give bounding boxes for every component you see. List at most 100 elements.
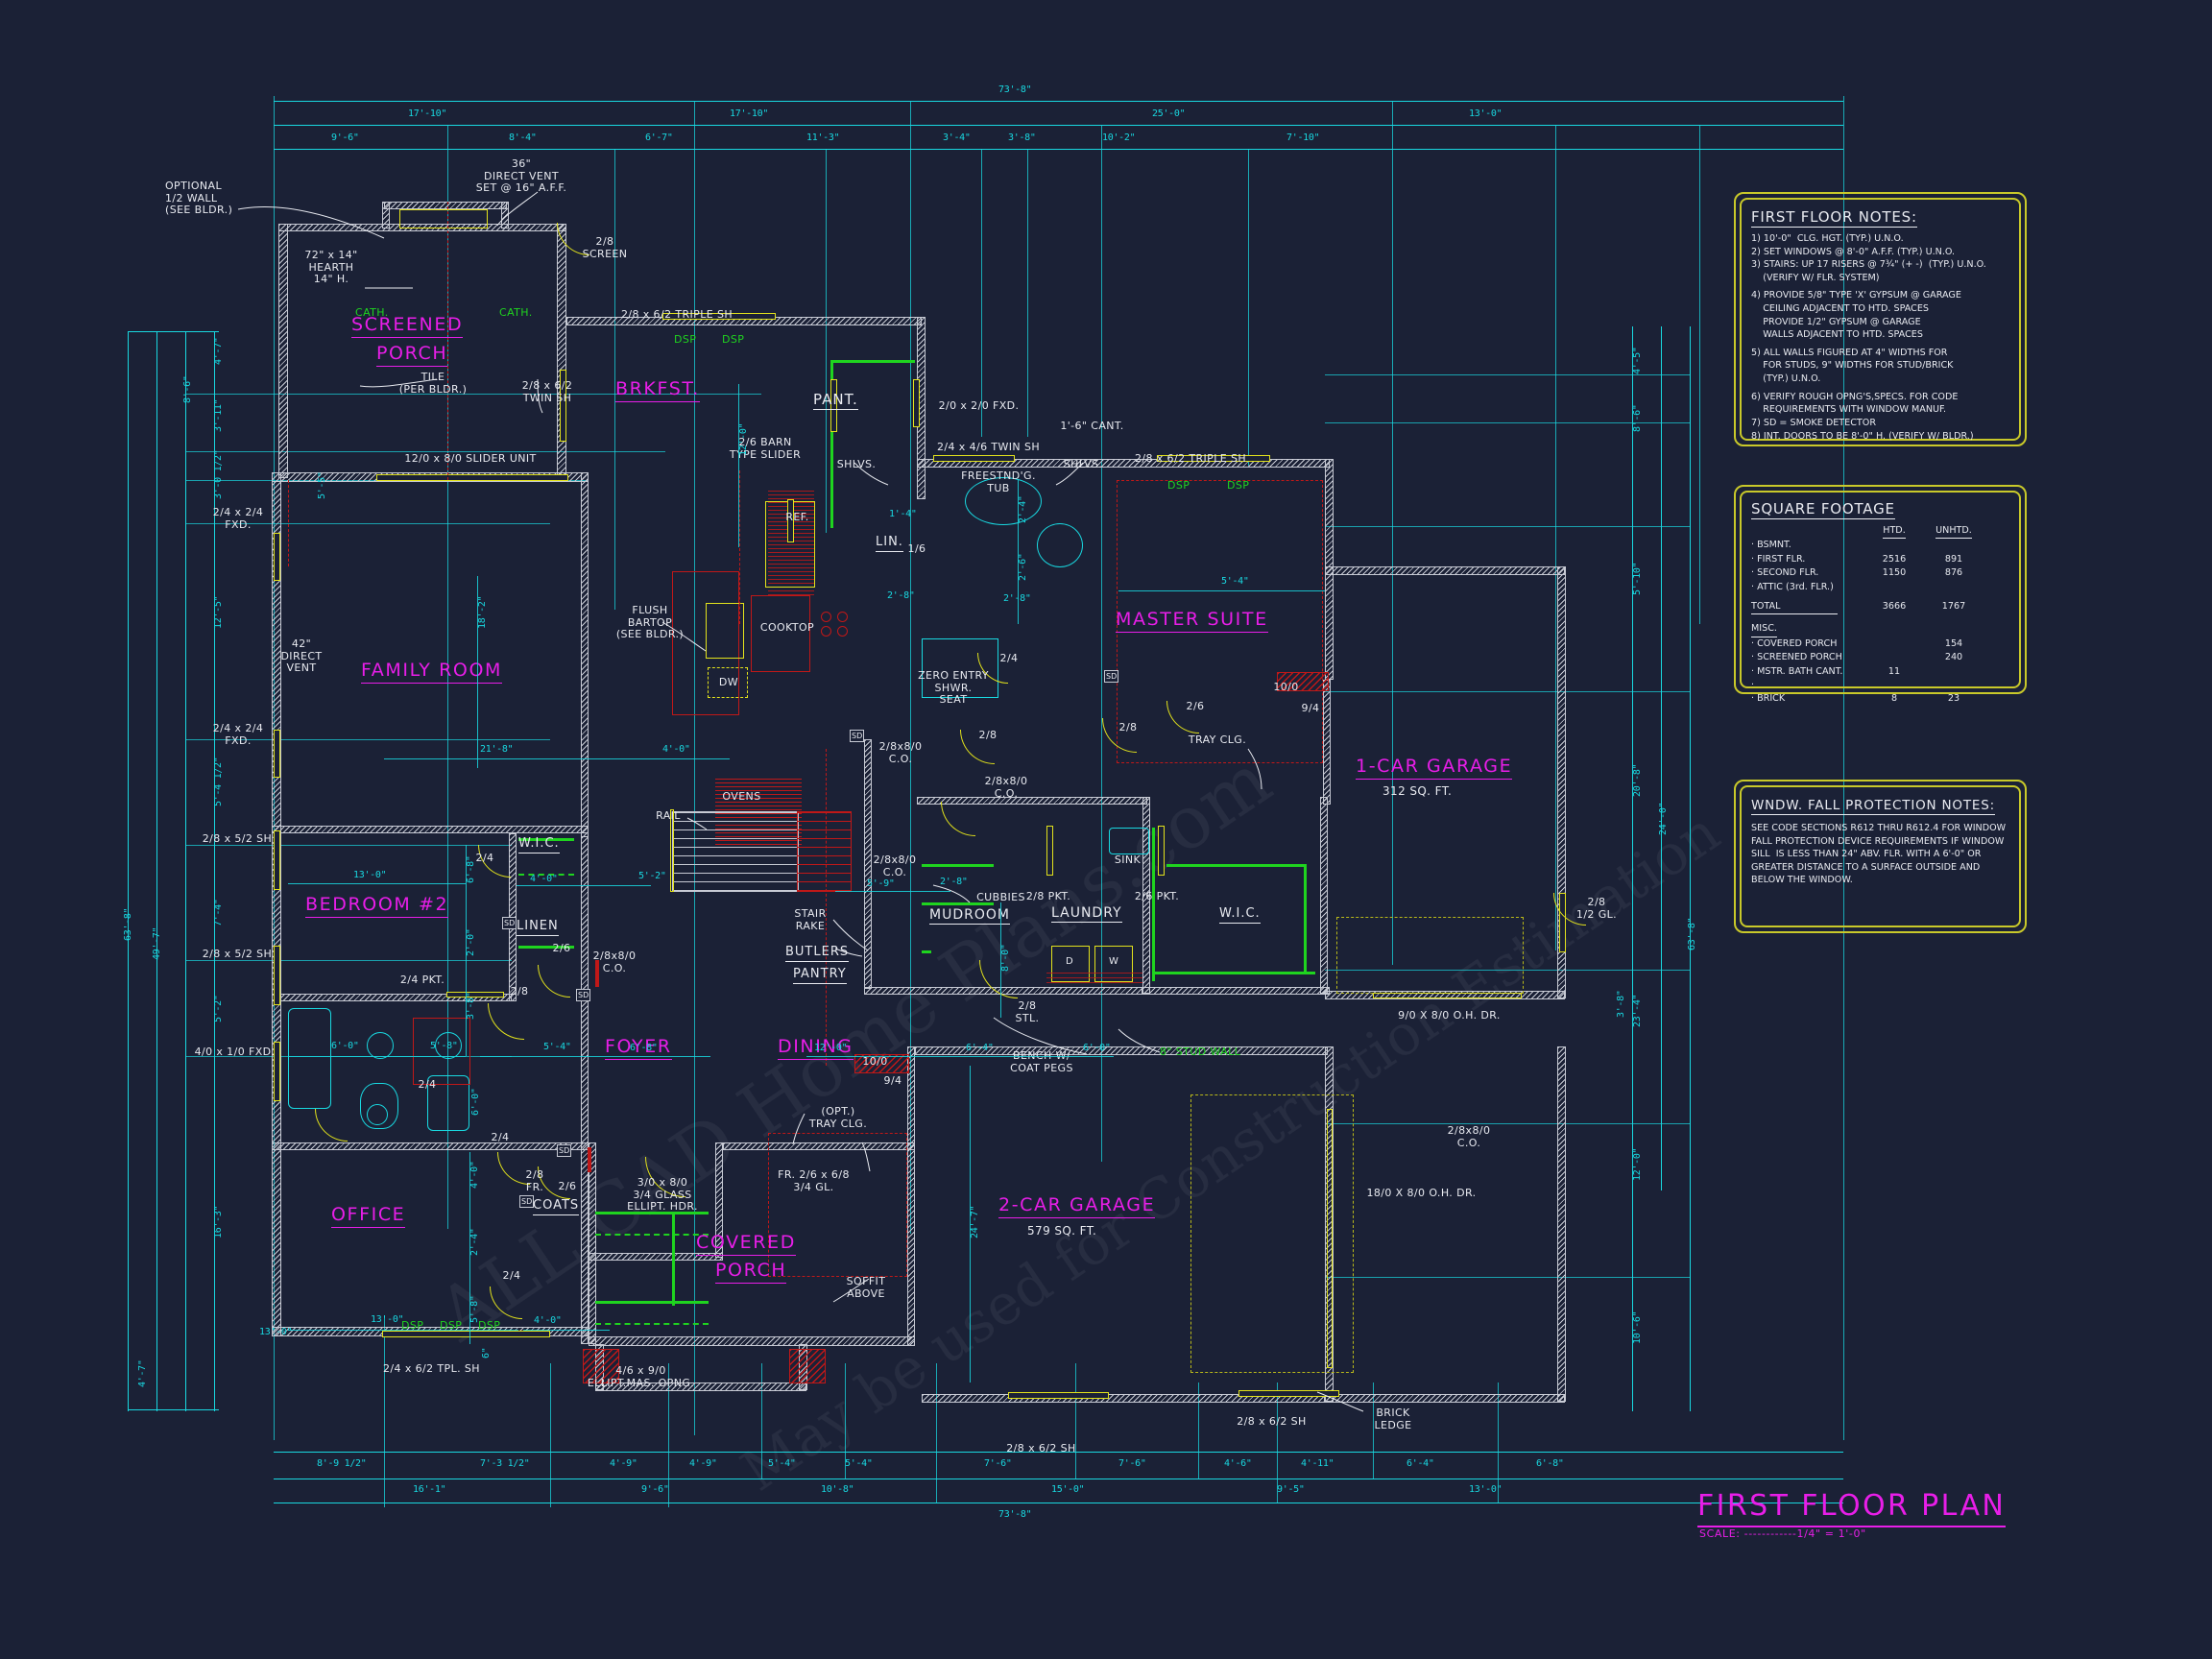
window-family-fxd-1[interactable] — [274, 533, 280, 581]
annotation-door-28-c: 2/8 — [510, 985, 529, 998]
window-wic-pkt[interactable] — [1158, 826, 1165, 876]
annotation-cooktop: COOKTOP — [759, 621, 815, 634]
window-garage2-sh-2[interactable] — [1238, 1390, 1339, 1397]
window-bedroom-sh-2[interactable] — [274, 946, 280, 1005]
annotation-soffit-above: SOFFIT ABOVE — [846, 1275, 886, 1300]
window-garage2-sh-1[interactable] — [1008, 1392, 1109, 1399]
dim-right-overall: 63'-8" — [1687, 917, 1697, 950]
refrigerator-symbol — [706, 603, 744, 659]
exterior-wall-left — [272, 472, 281, 1336]
room-label-office: OFFICE — [331, 1204, 406, 1228]
dim-top-r2-1: 17'-10" — [730, 108, 769, 119]
sqft-misc2-name: · MSTR. BATH CANT. — [1751, 665, 1843, 677]
table-row: · MSTR. BATH CANT. 11 — [1751, 665, 2015, 679]
window-fall-inner — [1740, 785, 2021, 927]
annotation-ref: REF. — [785, 511, 809, 523]
wall-bedroom-top — [272, 826, 589, 833]
window-laundry-pkt[interactable] — [1046, 826, 1053, 876]
window-pant-fxd[interactable] — [913, 379, 920, 427]
annotation-door-26-b: 2/6 — [552, 942, 571, 954]
sqft-row1-name: · FIRST FLR. — [1751, 553, 1806, 565]
int-dim-14: 4'-0" — [530, 874, 558, 884]
dim-top-r3-3: 11'-3" — [806, 132, 840, 143]
hearth-bumpout-top — [384, 202, 507, 209]
garage1-door-swing — [1336, 917, 1524, 994]
annotation-screen-door: 2/8 SCREEN — [582, 235, 628, 260]
dryer-label: D — [1066, 956, 1074, 967]
annotation-dsp-2: DSP — [722, 333, 745, 346]
screened-porch-sub: TILE (PER BLDR.) — [398, 371, 468, 396]
bathtub — [288, 1008, 331, 1109]
window-family-fxd-2[interactable] — [274, 730, 280, 778]
first-floor-notes-panel — [1734, 192, 2027, 446]
window-office-triple[interactable] — [382, 1331, 550, 1337]
annotation-door-28-a: 2/8 — [978, 729, 998, 741]
window-bath-fxd[interactable] — [274, 1042, 280, 1101]
annotation-door-24: 2/4 — [999, 652, 1019, 664]
coats-rod — [595, 1234, 709, 1236]
ffn-line-0: 1) 10'-0" CLG. HGT. (TYP.) U.N.O. — [1751, 233, 1904, 244]
dim-bot-r1-6: 7'-6" — [984, 1458, 1012, 1469]
smoke-detector-5: SD — [1104, 670, 1119, 683]
annotation-ovens: OVENS — [722, 790, 761, 803]
sqft-misc3-htd — [1864, 679, 1924, 692]
int-dim-2: 21'-8" — [480, 744, 514, 755]
door-bath-2[interactable] — [315, 1109, 348, 1142]
dim-right-seg-0: 4'-5" — [1632, 347, 1643, 374]
ffn-line-3: (VERIFY W/ FLR. SYSTEM) — [1751, 272, 1880, 283]
annotation-pkt-3: 2/4 PKT. — [399, 974, 445, 986]
pocket-door-bath[interactable] — [446, 992, 504, 998]
annotation-garage-window-2: 2/8 x 6/2 SH — [1237, 1415, 1307, 1428]
header-master-garage — [1277, 672, 1329, 691]
dim-bot-r2-4: 9'-5" — [1277, 1484, 1305, 1495]
int-dim-27: 4'-0" — [469, 1161, 480, 1189]
sqft-misc4-name: · BRICK — [1751, 693, 1786, 705]
sqft-misc1-unhtd: 240 — [1944, 652, 1963, 663]
window-slider-unit[interactable] — [376, 474, 568, 481]
int-dim-17: 5'-8" — [430, 1041, 458, 1051]
dim-left-overall: 63'-8" — [123, 907, 133, 941]
annotation-dsp-7: DSP — [478, 1319, 501, 1332]
room-label-pantry: PANT. — [813, 391, 858, 411]
sqft-misc-header: MISC. — [1751, 622, 2015, 637]
room-label-garage-1: 1-CAR GARAGE — [1356, 756, 1513, 780]
door-linen[interactable] — [538, 965, 570, 998]
annotation-oh-door-2: 18/0 X 8/0 O.H. DR. — [1366, 1187, 1477, 1199]
room-label-screened-porch-2: PORCH — [376, 343, 448, 367]
window-master-triple[interactable] — [1157, 455, 1270, 462]
sqft-misc2-unhtd — [1924, 665, 1984, 679]
window-brkfst-triple[interactable] — [662, 313, 776, 320]
sqft-misc0-name: · COVERED PORCH — [1751, 637, 1838, 649]
sqft-total-unhtd: 1767 — [1941, 600, 1966, 612]
annotation-ellipt-opng: 4/6 x 9/0 ELLIPT.MAS. OPNG. — [587, 1364, 695, 1389]
garage2-door-swing — [1190, 1094, 1354, 1373]
table-row: · SCREENED PORCH 240 — [1751, 651, 2015, 664]
sqft-misc2-htd: 11 — [1887, 665, 1901, 677]
sqft-total-row: TOTAL 3666 1767 — [1751, 600, 2015, 615]
ffn-line-7: PROVIDE 1/2" GYPSUM @ GARAGE — [1751, 316, 1921, 327]
int-dim-34: 24'-7" — [970, 1205, 980, 1238]
window-bath-twin[interactable] — [933, 455, 1015, 462]
annotation-zero-entry: ZERO ENTRY SHWR. SEAT — [918, 669, 989, 707]
window-fall-content: WNDW. FALL PROTECTION NOTES: SEE CODE SE… — [1751, 795, 2015, 887]
window-bedroom-sh-1[interactable] — [274, 830, 280, 890]
dim-right-seg-1: 8'-6" — [1632, 404, 1643, 432]
door-mud-2[interactable] — [941, 802, 975, 836]
tray-ceiling-outline — [1117, 480, 1323, 763]
dim-bot-r2-2: 10'-8" — [821, 1484, 854, 1495]
wf-line-2: SILL IS LESS THAN 24" ABV. FLR. WITH A 6… — [1751, 849, 1982, 860]
linen-shelf — [518, 946, 574, 949]
annotation-sh-1: 2/8 x 5/2 SH — [202, 832, 273, 845]
sqft-misc1-name: · SCREENED PORCH — [1751, 652, 1842, 663]
wall-coats-left — [589, 1142, 596, 1344]
sink-basin-1 — [367, 1032, 394, 1059]
hearth-symbol — [399, 209, 488, 228]
wf-line-4: BELOW THE WINDOW. — [1751, 875, 1853, 886]
wall-laundry-top — [917, 797, 1147, 805]
window-porch-twin[interactable] — [560, 370, 566, 442]
dim-top-r3-2: 6'-7" — [645, 132, 673, 143]
door-bath[interactable] — [488, 1003, 524, 1040]
annotation-fxd-3: 4/0 x 1/0 FXD. — [194, 1046, 276, 1058]
annotation-header-size-4: 9/4 — [1301, 702, 1320, 714]
annotation-cubbies: CUBBIES — [976, 891, 1025, 903]
